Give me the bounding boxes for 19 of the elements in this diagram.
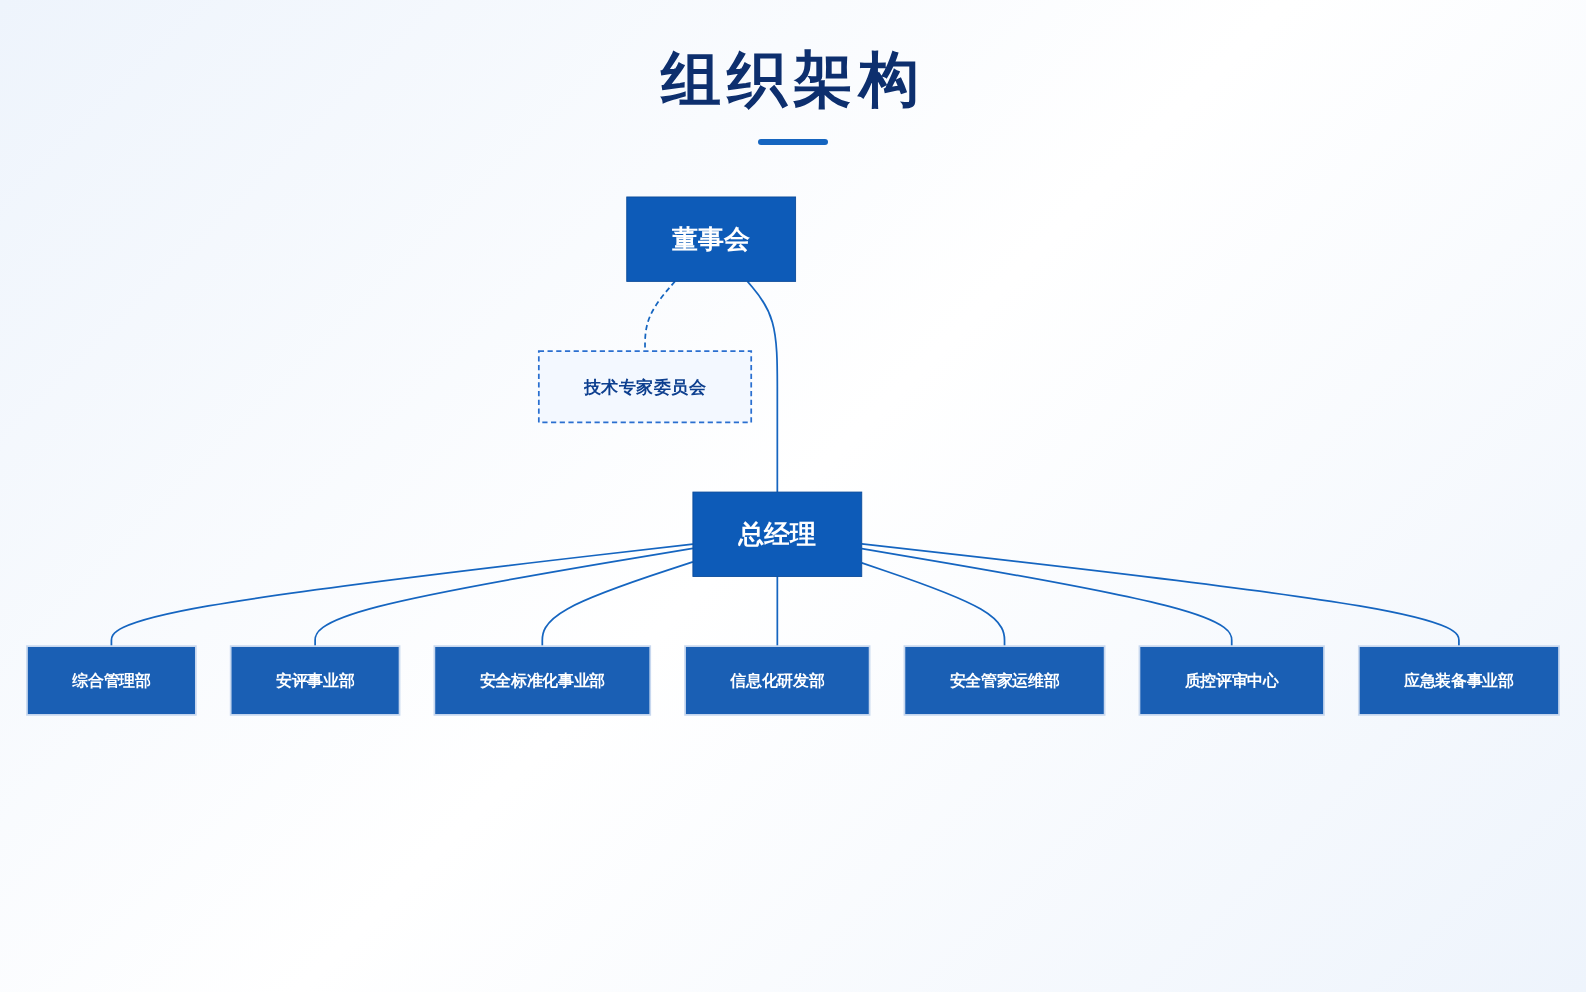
connector [860, 542, 1460, 647]
node-box: 安评事业部 [229, 645, 401, 716]
title: 组织架构 [659, 43, 926, 116]
node-box: 总经理 [692, 491, 863, 577]
connector [314, 547, 694, 647]
node-box: 信息化研发部 [684, 645, 871, 716]
connector [110, 543, 694, 647]
node-box: 应急装备事业部 [1357, 645, 1560, 716]
node-box: 质控评审中心 [1138, 645, 1325, 716]
node-box: 董事会 [626, 196, 797, 282]
node-box: 安全管家运维部 [903, 645, 1106, 716]
connector [860, 547, 1233, 647]
node-box: 综合管理部 [26, 645, 197, 716]
node-box: 安全标准化事业部 [433, 645, 652, 716]
connector [746, 280, 779, 493]
node-box: 技术专家委员会 [537, 350, 753, 424]
connector [860, 562, 1006, 647]
connector [541, 561, 694, 647]
connector [776, 575, 779, 647]
